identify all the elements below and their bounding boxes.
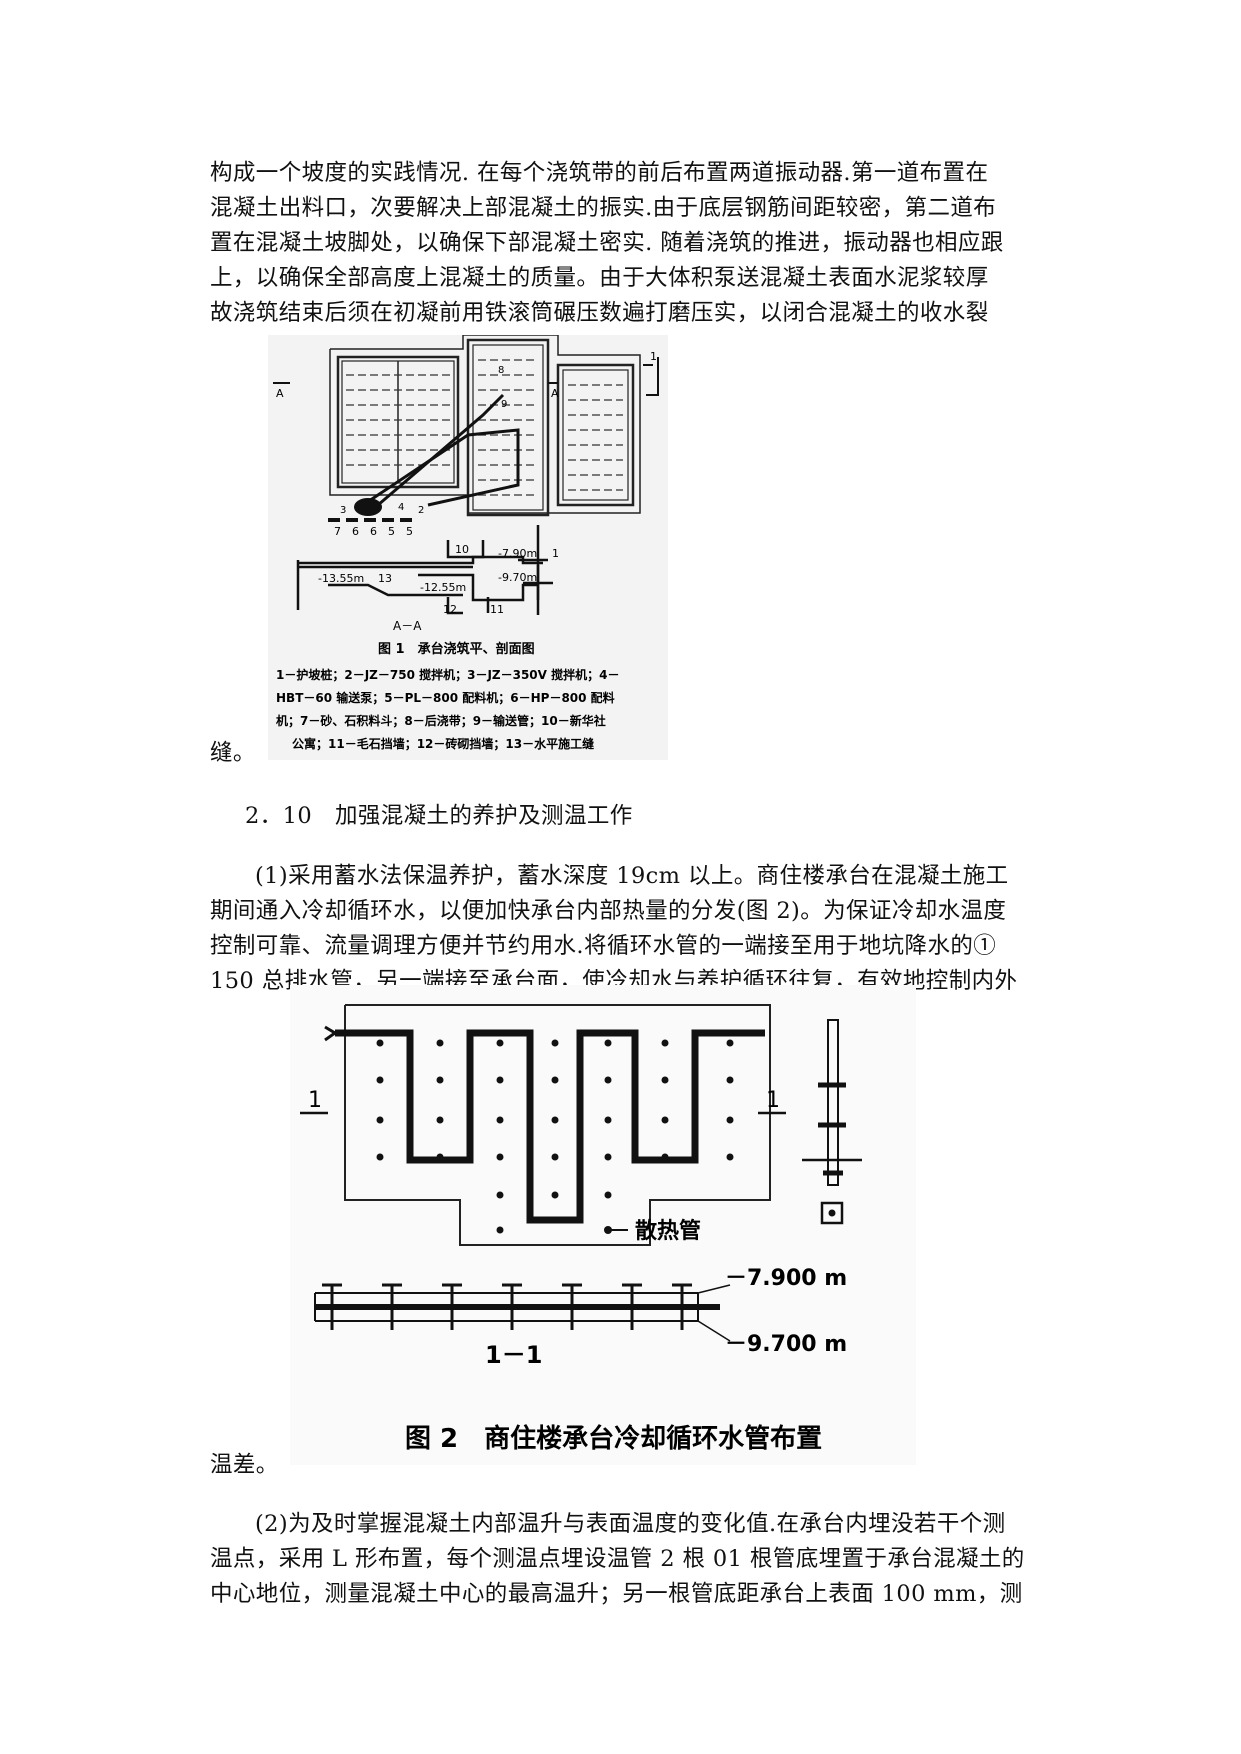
- fig2-section-mark-left: 1: [308, 1088, 322, 1113]
- fig1-caption-line-2: HBT－60 输送泵；5－PL－800 配料机；6－HP－800 配料: [276, 690, 615, 705]
- figure-2-cooling-pipe-layout: 1 1 散热管 －7.900 m －9.700 m 1－1: [290, 985, 916, 1465]
- fig1-num-3: 3: [340, 505, 346, 516]
- fig2-elev-top: －7.900 m: [725, 1266, 847, 1291]
- fig1-section-aa: A－A: [393, 619, 422, 633]
- paragraph1-line-3: 置在混凝土坡脚处，以确保下部混凝土密实. 随着浇筑的推进，振动器也相应跟: [210, 230, 1004, 256]
- fig1-num-6b: 6: [370, 525, 377, 538]
- fig2-elev-bottom: －9.700 m: [725, 1332, 847, 1357]
- fig1-mark-a-left: A: [276, 387, 284, 400]
- fig1-num-11: 11: [490, 603, 504, 616]
- fig1-num-8: 8: [498, 365, 504, 376]
- fig2-section-11: 1－1: [485, 1341, 542, 1369]
- fig1-num-12: 12: [443, 603, 457, 616]
- paragraph3-line-3: 中心地位，测量混凝土中心的最高温升；另一根管底距承台上表面 100 mm，测: [210, 1581, 1023, 1607]
- heading-2-10: 2．10 加强混凝土的养护及测温工作: [245, 803, 633, 829]
- paragraph2-line-2: 期间通入冷却循环水，以便加快承台内部热量的分发(图 2)。为保证冷却水温度: [210, 898, 1007, 924]
- paragraph2-line-1: (1)采用蓄水法保温养护，蓄水深度 19cm 以上。商住楼承台在混凝土施工: [255, 863, 1009, 889]
- paragraph1-line-2: 混凝土出料口，次要解决上部混凝土的振实.由于底层钢筋间距较密，第二道布: [210, 195, 997, 221]
- fig1-caption-line-4: 公寓；11－毛石挡墙；12－砖砌挡墙；13－水平施工缝: [292, 736, 594, 751]
- fig1-num-13: 13: [378, 572, 392, 585]
- fig1-elev-1355: -13.55m: [318, 572, 364, 585]
- fig1-num-10: 10: [455, 543, 469, 556]
- fig1-num-2: 2: [418, 505, 424, 516]
- fig2-pipe-label: 散热管: [635, 1218, 701, 1244]
- fig1-num-5a: 5: [388, 525, 395, 538]
- fig1-mark-a-right: A: [551, 387, 559, 400]
- paragraph2-line-3: 控制可靠、流量调理方便并节约用水.将循环水管的一端接至用于地坑降水的①: [210, 933, 997, 959]
- paragraph3-line-1: (2)为及时掌握混凝土内部温升与表面温度的变化值.在承台内埋没若干个测: [255, 1511, 1006, 1537]
- fig1-elev-970: -9.70m: [498, 571, 537, 584]
- fig2-caption: 图 2 商住楼承台冷却循环水管布置: [405, 1423, 822, 1454]
- fig1-num-7: 7: [334, 525, 341, 538]
- fig1-num-6a: 6: [352, 525, 359, 538]
- fig1-caption-line-1: 1－护坡桩；2－JZ－750 搅拌机；3－JZ－350V 搅拌机；4－: [276, 667, 619, 682]
- paragraph1-line-1: 构成一个坡度的实践情况. 在每个浇筑带的前后布置两道振动器.第一道布置在: [210, 160, 989, 186]
- fig1-caption-title: 图 1 承台浇筑平、剖面图: [378, 641, 535, 657]
- figure-1-plan-section: 1 A A 8 9 3 4 2 7 6 6 5 5 10 -13.55m 13 …: [268, 335, 668, 760]
- paragraph1-line-5: 故浇筑结束后须在初凝前用铁滚筒碾压数遍打磨压实，以闭合混凝土的收水裂: [210, 300, 989, 326]
- paragraph2-end: 温差。: [210, 1452, 279, 1478]
- fig1-num-9: 9: [501, 399, 507, 410]
- paragraph1-line-4: 上，以确保全部高度上混凝土的质量。由于大体积泵送混凝土表面水泥浆较厚: [210, 265, 989, 291]
- fig1-elev-1255: -12.55m: [420, 581, 466, 594]
- fig1-mark-1a: 1: [650, 350, 657, 363]
- fig1-num-5b: 5: [406, 525, 413, 538]
- fig1-elev-790: -7.90m: [498, 547, 537, 560]
- fig1-num-4: 4: [398, 502, 404, 513]
- fig1-caption-line-3: 机；7－砂、石积料斗；8－后浇带；9－输送管；10－新华社: [276, 713, 606, 728]
- fig1-mark-1b: 1: [552, 547, 559, 560]
- paragraph3-line-2: 温点，采用 L 形布置，每个测温点埋设温管 2 根 01 根管底埋置于承台混凝土…: [210, 1546, 1025, 1572]
- fig2-section-mark-right: 1: [766, 1088, 780, 1113]
- paragraph1-end: 缝。: [210, 740, 256, 766]
